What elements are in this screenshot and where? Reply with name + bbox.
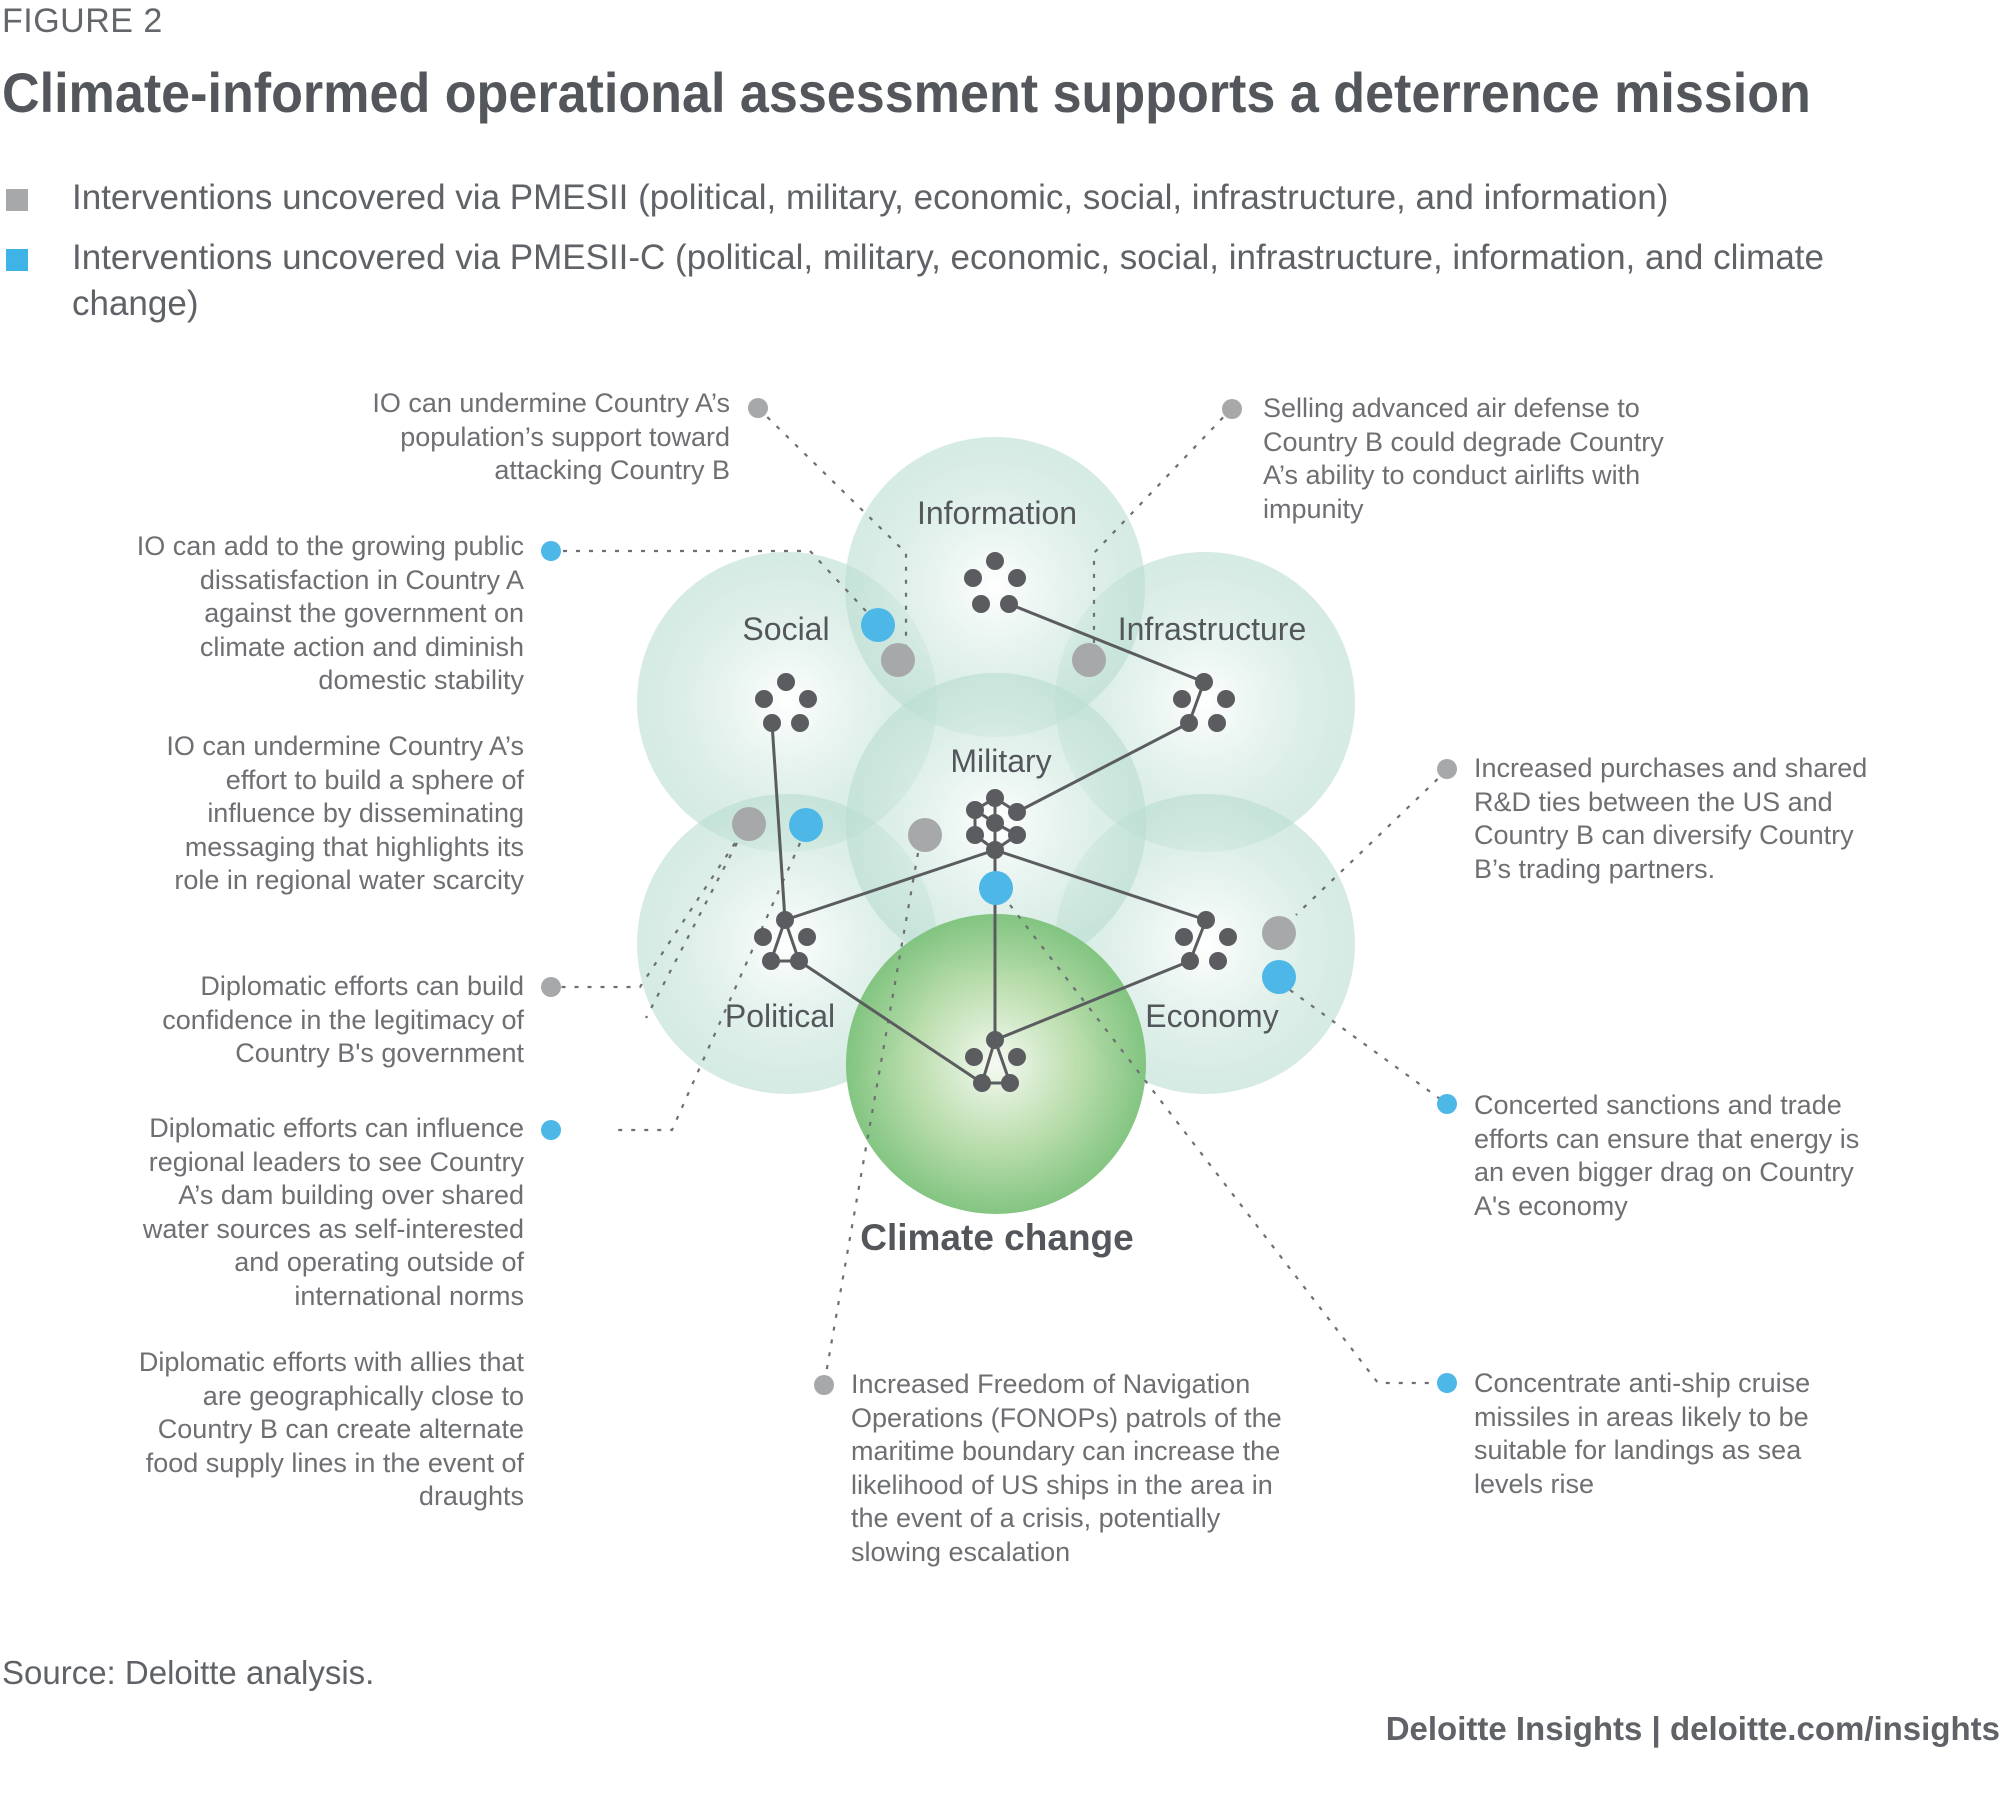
label-social: Social <box>742 611 829 647</box>
credit-line: Deloitte Insights | deloitte.com/insight… <box>1385 1710 2000 1747</box>
marker-gray-social-political[interactable] <box>732 807 766 841</box>
legend-label: Interventions uncovered via PMESII-C (po… <box>72 238 1824 323</box>
annotation-a6: Diplomatic efforts with allies that are … <box>138 1347 524 1511</box>
marker-gray-economy[interactable] <box>1262 916 1296 950</box>
infrastructure-nodes <box>1173 673 1235 732</box>
leader-line-a4 <box>560 842 736 989</box>
dot-a10 <box>814 1375 834 1395</box>
climate-change-circle <box>846 914 1146 1214</box>
information-nodes <box>964 552 1026 613</box>
marker-blue-military-climate[interactable] <box>979 871 1013 905</box>
annotation-a8: Increased purchases and shared R&D ties … <box>1474 753 1868 884</box>
social-nodes <box>755 673 817 732</box>
legend-label: Interventions uncovered via PMESII (poli… <box>72 178 1669 217</box>
dot-a7 <box>1222 399 1242 419</box>
leader-line-a7 <box>1092 407 1233 660</box>
marker-blue-social-information[interactable] <box>861 608 895 642</box>
legend-item-pmesii: Interventions uncovered via PMESII (poli… <box>0 175 1932 221</box>
marker-gray-social-information[interactable] <box>881 643 915 677</box>
label-economy: Economy <box>1145 998 1278 1034</box>
leader-line-a2 <box>550 549 879 625</box>
annotation-a3: IO can undermine Country A’s effort to b… <box>166 731 524 895</box>
figure-title: Climate-informed operational assessment … <box>2 61 1811 124</box>
label-infrastructure: Infrastructure <box>1118 611 1307 647</box>
dot-a11 <box>1437 1373 1457 1393</box>
annotation-a7: Selling advanced air defense to Country … <box>1263 393 1664 524</box>
label-climate-change: Climate change <box>860 1217 1133 1258</box>
annotation-dots <box>541 398 1457 1395</box>
marker-blue-social-political[interactable] <box>789 808 823 842</box>
intervention-markers <box>732 608 1296 994</box>
node-clusters <box>754 552 1237 1092</box>
dot-a2 <box>541 541 561 561</box>
label-political: Political <box>725 998 835 1034</box>
political-nodes <box>754 911 816 970</box>
source-note: Source: Deloitte analysis. <box>2 1654 375 1691</box>
figure-label: FIGURE 2 <box>2 2 163 40</box>
economy-nodes <box>1175 911 1237 970</box>
information-circle <box>845 437 1145 737</box>
marker-gray-information-infrastructure[interactable] <box>1072 643 1106 677</box>
annotation-a2: IO can add to the growing public dissati… <box>136 531 524 695</box>
marker-gray-military[interactable] <box>908 818 942 852</box>
annotation-a10: Increased Freedom of Navigation Operatio… <box>851 1369 1282 1567</box>
domain-labels: Information Social Infrastructure Milita… <box>725 495 1306 1258</box>
dot-a1 <box>748 398 768 418</box>
legend-swatch-gray <box>6 189 28 211</box>
dot-a5 <box>541 1120 561 1140</box>
legend-item-pmesii-c: Interventions uncovered via PMESII-C (po… <box>0 235 1932 327</box>
climate-nodes <box>965 1031 1026 1092</box>
annotation-a4: Diplomatic efforts can build confidence … <box>162 971 524 1068</box>
annotation-a11: Concentrate anti-ship cruise missiles in… <box>1474 1368 1811 1499</box>
marker-blue-economy[interactable] <box>1262 960 1296 994</box>
legend-swatch-blue <box>6 249 28 271</box>
label-information: Information <box>917 495 1077 531</box>
annotation-a9: Concerted sanctions and trade efforts ca… <box>1474 1090 1860 1221</box>
dot-a4 <box>541 977 561 997</box>
annotation-a5: Diplomatic efforts can influence regiona… <box>142 1113 524 1311</box>
military-nodes <box>966 789 1026 859</box>
domain-circles <box>637 437 1355 1214</box>
leader-line-a8 <box>1295 769 1448 916</box>
annotation-a1: IO can undermine Country A’s population’… <box>372 388 730 485</box>
label-military: Military <box>950 743 1051 779</box>
dot-a8 <box>1437 759 1457 779</box>
dot-a9 <box>1437 1094 1457 1114</box>
